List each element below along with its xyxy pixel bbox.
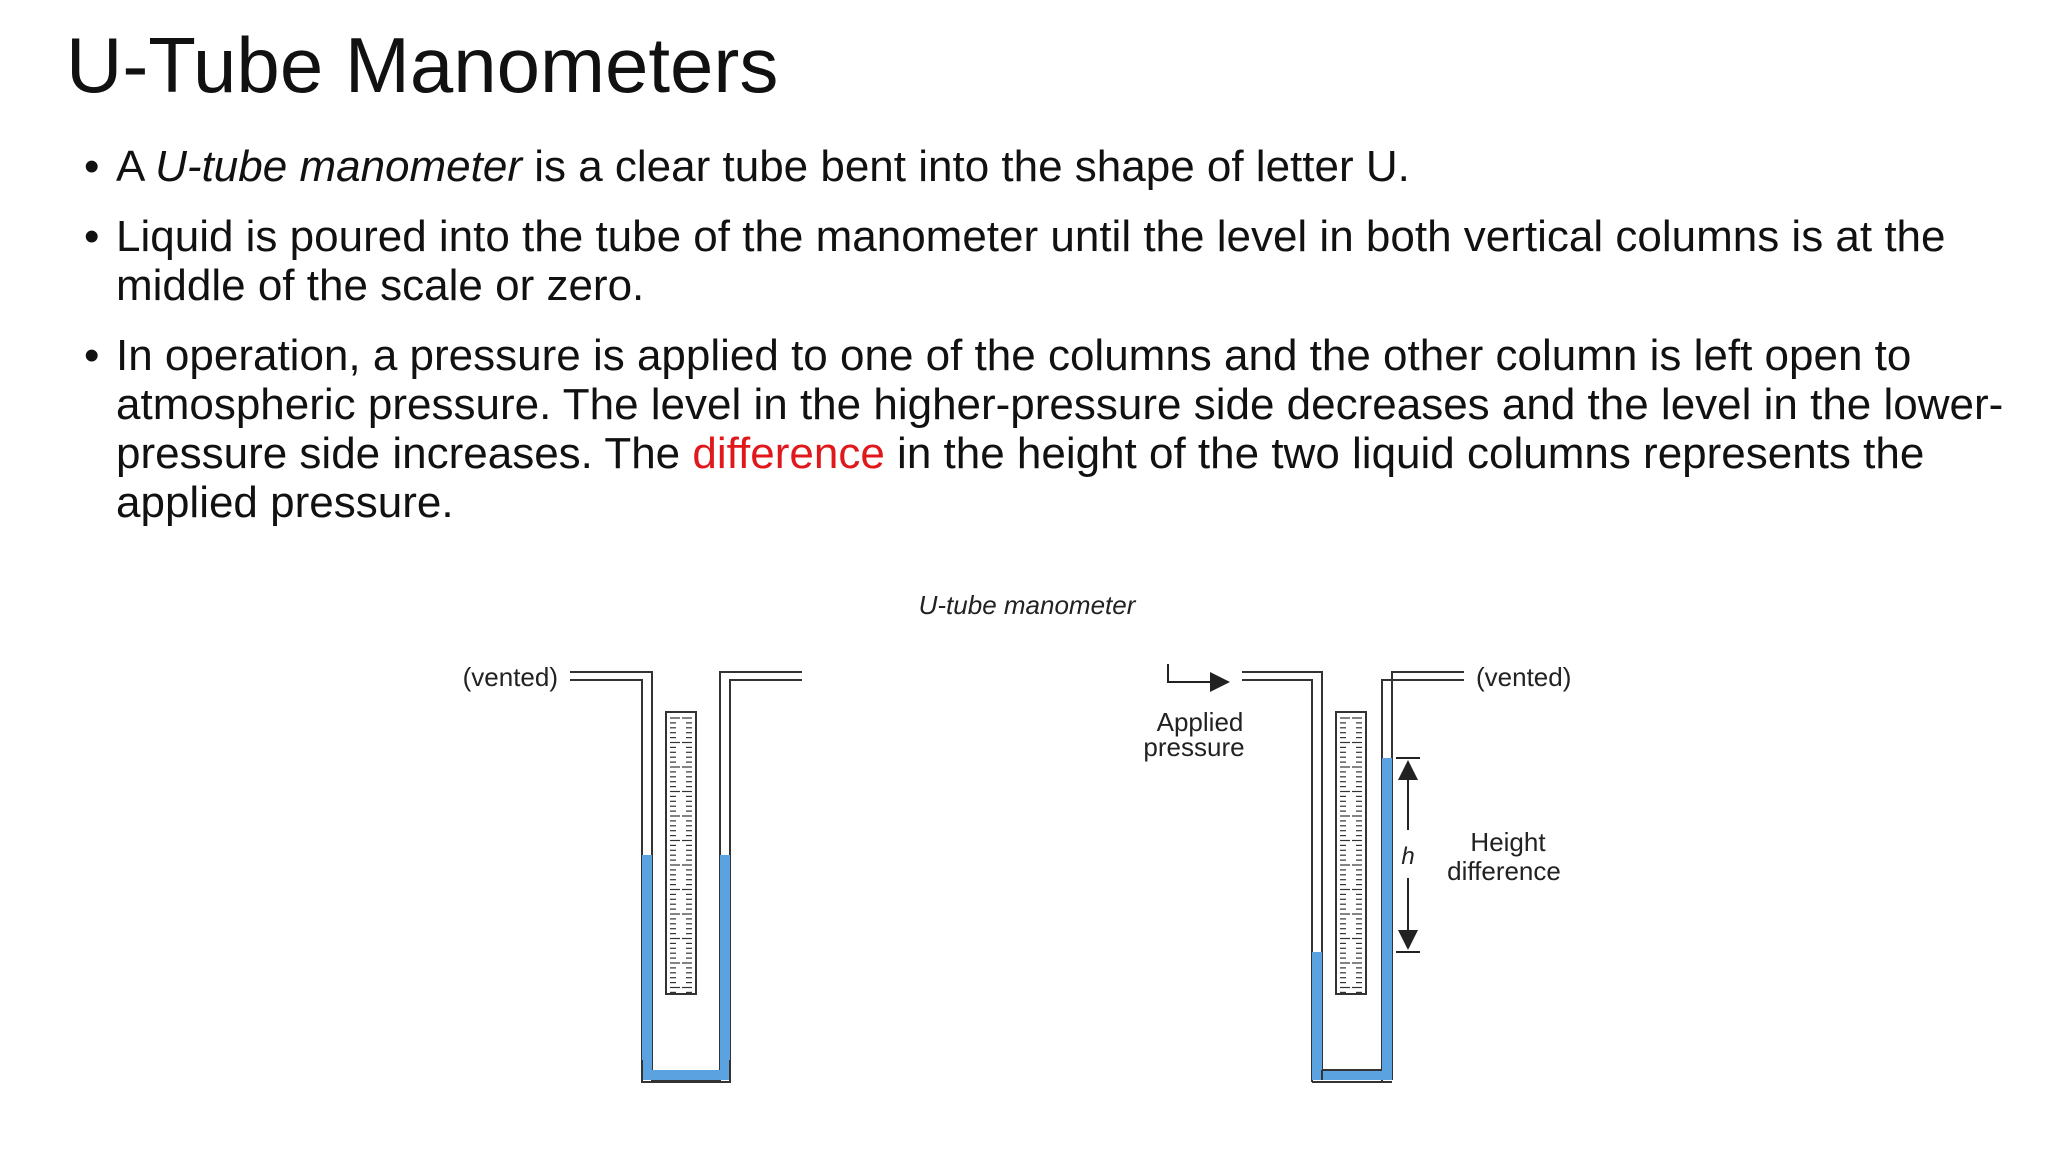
bullet-dot: • [84,212,100,261]
right-scale [1335,711,1367,995]
right-scale-ticks [1340,717,1362,993]
highlight-word: difference [692,429,885,478]
applied-pressure-label: pressure [1143,732,1244,762]
right-vented-label: (vented) [1476,662,1571,692]
liquid-left-column [642,855,652,1080]
bullet-list: • A U-tube manometer is a clear tube ben… [84,142,2014,548]
bullet-dot: • [84,142,100,191]
height-difference-label: difference [1447,856,1561,886]
liquid-bottom [642,1070,730,1080]
liquid-left-column [1312,952,1322,1080]
left-manometer: (vented) [463,662,802,1083]
bullet-dot: • [84,331,100,380]
bullet-item: • In operation, a pressure is applied to… [84,331,2014,527]
figure-caption: U-tube manometer [919,590,1137,620]
applied-pressure-label: Applied [1157,707,1244,737]
left-vented-label: (vented) [463,662,558,692]
bullet-text: In operation, a pressure is applied to o… [116,331,2004,478]
h-symbol: h [1401,843,1414,870]
left-scale-ticks [670,717,692,993]
bullet-emphasis: U-tube manometer [155,142,522,191]
bullet-text: is a clear tube bent into the shape of l… [521,142,1410,191]
liquid-bottom [1312,1070,1392,1080]
bullet-text: A [116,142,156,191]
pressure-arrow [1167,664,1230,692]
right-manometer: Applied pressure (vented) h Height diffe… [1143,662,1571,1083]
bullet-item: • Liquid is poured into the tube of the … [84,212,2014,310]
liquid-right-column [720,855,730,1080]
left-scale [665,711,697,995]
bullet-text: in the height of the two liquid columns … [116,429,1925,527]
bullet-text: Liquid is poured into the tube of the ma… [116,212,1946,310]
manometer-figure: U-tube manometer (vented) Applied pressu… [430,580,1650,1140]
height-difference-label: Height [1470,827,1546,857]
liquid-right-column [1382,758,1392,1080]
slide-title: U-Tube Manometers [66,21,779,109]
bullet-item: • A U-tube manometer is a clear tube ben… [84,142,2014,191]
manometer-diagram: U-tube manometer (vented) Applied pressu… [463,590,1571,1083]
